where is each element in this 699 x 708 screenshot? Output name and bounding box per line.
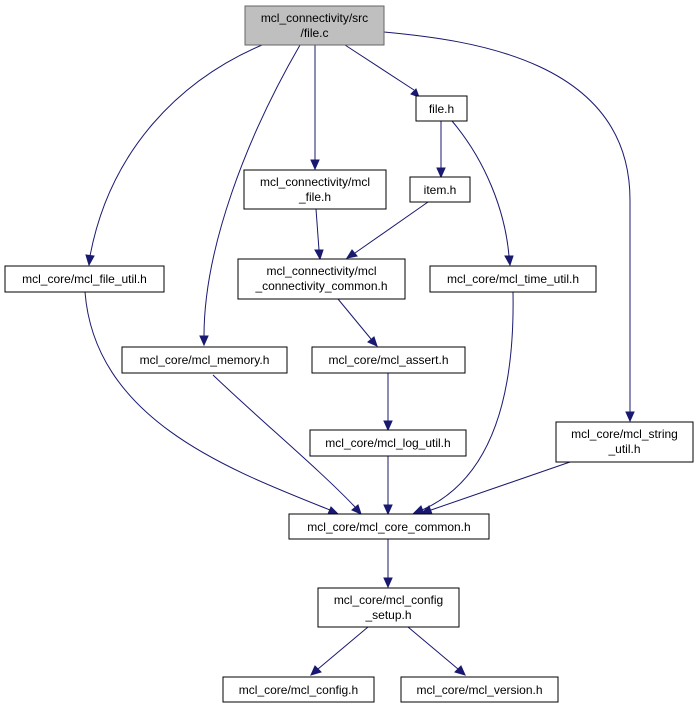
arrowhead: [310, 665, 322, 676]
arrowhead: [383, 577, 393, 589]
node-mcl-version-h[interactable]: mcl_core/mcl_version.h: [400, 676, 559, 703]
node-label: file.h: [429, 102, 454, 116]
node-label: _connectivity_common.h: [254, 279, 387, 293]
node-mcl-config-h[interactable]: mcl_core/mcl_config.h: [222, 676, 375, 703]
node-label: mcl_connectivity/mcl: [266, 264, 376, 278]
edge-connectivity-common-h-to-mcl-assert-h: [337, 298, 372, 340]
node-label: _setup.h: [364, 608, 411, 622]
node-label: mcl_connectivity/mcl: [260, 175, 370, 189]
arrowhead: [625, 411, 635, 423]
edge-config-setup-h-to-version-h: [407, 626, 459, 670]
node-mcl-file-util-h[interactable]: mcl_core/mcl_file_util.h: [4, 265, 165, 293]
edge-mcl-string-util-h-to-core-common-h: [430, 461, 571, 511]
edge-mcl-file-h-to-connectivity-common-h: [315, 208, 320, 251]
arrowhead: [383, 504, 393, 516]
node-label: mcl_core/mcl_log_util.h: [325, 436, 450, 450]
node-label: /file.c: [300, 26, 328, 40]
node-file-h[interactable]: file.h: [415, 95, 468, 122]
arrowhead: [383, 420, 393, 432]
node-mcl-string-util-h[interactable]: mcl_core/mcl_string _util.h: [555, 421, 694, 463]
node-mcl-time-util-h[interactable]: mcl_core/mcl_time_util.h: [429, 265, 597, 293]
node-label: mcl_core/mcl_config: [334, 593, 443, 607]
node-label: mcl_core/mcl_file_util.h: [22, 272, 147, 286]
edge-file-h-to-mcl-time-util-h: [451, 120, 510, 257]
edge-config-setup-h-to-config-h: [317, 626, 369, 670]
arrowhead: [85, 254, 95, 267]
nodes: mcl_connectivity/src /file.c file.h mcl_…: [4, 5, 694, 703]
node-label: _util.h: [607, 442, 640, 456]
arrowhead: [351, 504, 362, 515]
edge-root-to-mcl-file-util-h: [89, 44, 263, 257]
node-label: mcl_core/mcl_string: [571, 427, 678, 441]
arrowhead: [310, 159, 320, 171]
node-mcl-log-util-h[interactable]: mcl_core/mcl_log_util.h: [309, 429, 467, 457]
node-mcl-config-setup-h[interactable]: mcl_core/mcl_config _setup.h: [317, 587, 460, 628]
edge-mcl-memory-h-to-core-common-h: [212, 374, 356, 508]
node-label: mcl_core/mcl_time_util.h: [447, 272, 579, 286]
arrowhead: [199, 335, 209, 347]
arrowhead: [345, 249, 358, 259]
edge-root-to-mcl-string-util-h: [383, 31, 631, 412]
node-label: mcl_core/mcl_version.h: [416, 683, 542, 697]
node-label: item.h: [424, 183, 457, 197]
edge-root-to-file-h: [344, 44, 415, 91]
node-item-h[interactable]: item.h: [409, 176, 471, 203]
arrowhead: [454, 665, 466, 676]
arrowhead: [367, 336, 378, 347]
node-mcl-memory-h[interactable]: mcl_core/mcl_memory.h: [121, 346, 288, 374]
edge-root-to-mcl-memory-h: [203, 44, 301, 337]
node-label: mcl_core/mcl_core_common.h: [307, 520, 470, 534]
node-mcl-connectivity-common-h[interactable]: mcl_connectivity/mcl _connectivity_commo…: [237, 258, 406, 300]
node-label: _file.h: [298, 190, 331, 204]
edge-mcl-time-util-h-to-core-common-h: [421, 291, 514, 511]
arrowhead: [504, 255, 514, 267]
arrowhead: [327, 506, 340, 515]
node-file-c[interactable]: mcl_connectivity/src /file.c: [244, 5, 385, 46]
edge-item-h-to-connectivity-common-h: [354, 201, 429, 254]
edge-mcl-file-util-h-to-core-common-h: [84, 291, 331, 511]
node-label: mcl_core/mcl_assert.h: [328, 353, 448, 367]
node-mcl-assert-h[interactable]: mcl_core/mcl_assert.h: [311, 346, 466, 374]
arrowhead: [410, 88, 420, 98]
arrowhead: [436, 167, 446, 179]
arrowhead: [314, 249, 324, 261]
node-label: mcl_core/mcl_memory.h: [140, 353, 270, 367]
node-label: mcl_connectivity/src: [261, 11, 368, 25]
node-mcl-core-common-h[interactable]: mcl_core/mcl_core_common.h: [288, 513, 490, 540]
node-mcl-file-h[interactable]: mcl_connectivity/mcl _file.h: [243, 169, 387, 210]
edges: [84, 31, 635, 676]
node-label: mcl_core/mcl_config.h: [239, 683, 358, 697]
